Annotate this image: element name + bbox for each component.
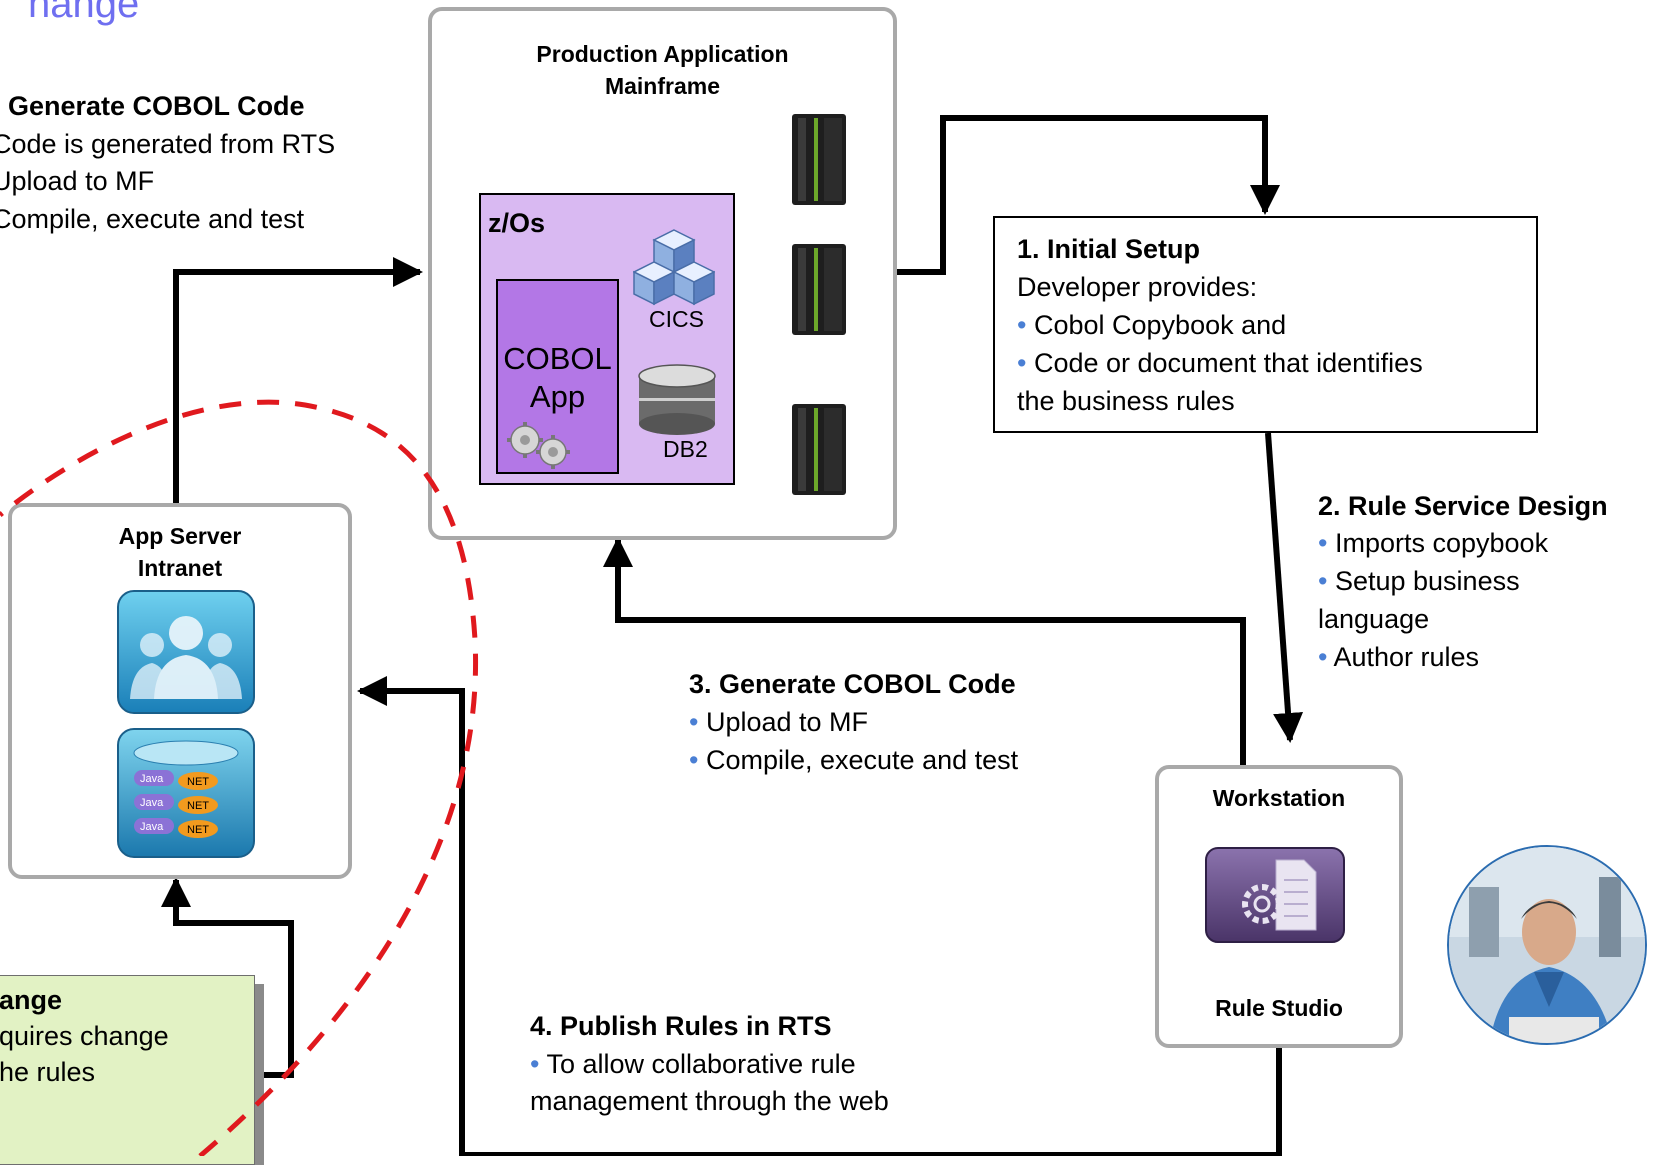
top-left-step-line-2: Upload to MF (0, 166, 155, 196)
change-heading: ange (0, 985, 63, 1015)
java-chip-label: Java (140, 797, 164, 809)
arrow-workstation-to-mainframe (603, 537, 1246, 765)
change-line-2: he rules (0, 1057, 96, 1087)
server-tower-icon (792, 244, 846, 335)
step3-bullet-1: Upload to MF (705, 707, 869, 737)
mainframe-title-line-1: Production Application (536, 41, 789, 67)
db2-database-icon (638, 364, 716, 435)
mainframe-title-line-2: Mainframe (604, 73, 721, 99)
arrow-setup-to-workstation (1265, 432, 1304, 743)
arrow-appserver-to-mainframe (173, 257, 423, 503)
step1-bullet-2: Code or document that identifies (1033, 348, 1423, 378)
top-left-step-line-1: Code is generated from RTS (0, 129, 336, 159)
developer-photo (1447, 845, 1647, 1045)
step4-heading: 4. Publish Rules in RTS (530, 1011, 832, 1041)
arrow-workstation-to-appserver (357, 676, 1282, 1156)
java-chip-label: Java (140, 821, 164, 833)
change-request-box: ange quires change he rules (0, 975, 255, 1165)
developer-portrait-icon (1449, 847, 1645, 1043)
initial-setup-box: 1. Initial Setup Developer provides: • C… (993, 216, 1538, 433)
step2-bullet-1: Imports copybook (1334, 528, 1549, 558)
cobol-label-line-1: COBOL (503, 341, 612, 376)
app-server-title-line-2: Intranet (137, 555, 223, 581)
step1-continuation: the business rules (1017, 386, 1235, 416)
step1-heading: 1. Initial Setup (1017, 234, 1201, 264)
arrow-change-to-appserver (161, 877, 294, 1078)
java-chip-label: Java (140, 773, 164, 785)
server-tower-icon (792, 404, 846, 495)
net-chip-label: NET (187, 824, 209, 836)
step2-bullet-2-continuation: language (1318, 604, 1430, 634)
rule-studio-caption: Rule Studio (1215, 995, 1343, 1021)
step4-bullet: To allow collaborative rule (546, 1049, 856, 1079)
step2-heading: 2. Rule Service Design (1318, 491, 1608, 521)
users-group-icon (117, 590, 255, 714)
step1-bullet-1: Cobol Copybook and (1033, 310, 1287, 340)
step3-heading: 3. Generate COBOL Code (689, 669, 1016, 699)
app-server-title-line-1: App Server (118, 523, 242, 549)
net-chip-label: NET (187, 800, 209, 812)
step4-continuation: management through the web (530, 1086, 889, 1116)
platform-stack-icon: Java NET Java NET Java NET (117, 728, 255, 858)
change-line-1: quires change (0, 1021, 169, 1051)
rule-studio-icon (1205, 847, 1345, 943)
db2-label: DB2 (663, 436, 708, 462)
server-tower-icon (792, 114, 846, 205)
step2-bullet-3: Author rules (1333, 642, 1480, 672)
top-left-step-line-3: Compile, execute and test (0, 204, 305, 234)
workstation-title: Workstation (1212, 785, 1346, 811)
net-chip-label: NET (187, 776, 209, 788)
arrow-mainframe-to-setup (897, 115, 1280, 275)
step1-intro: Developer provides: (1017, 272, 1258, 302)
gears-icon (507, 422, 570, 469)
page-title-fragment: hange (28, 0, 140, 26)
cobol-label-line-2: App (529, 379, 586, 414)
step3-bullet-2: Compile, execute and test (705, 745, 1019, 775)
zos-label: z/Os (488, 208, 546, 238)
cics-label: CICS (649, 306, 704, 332)
cics-cubes-icon (633, 229, 715, 306)
step2-bullet-2: Setup business (1334, 566, 1520, 596)
top-left-step-heading: Generate COBOL Code (8, 91, 305, 121)
